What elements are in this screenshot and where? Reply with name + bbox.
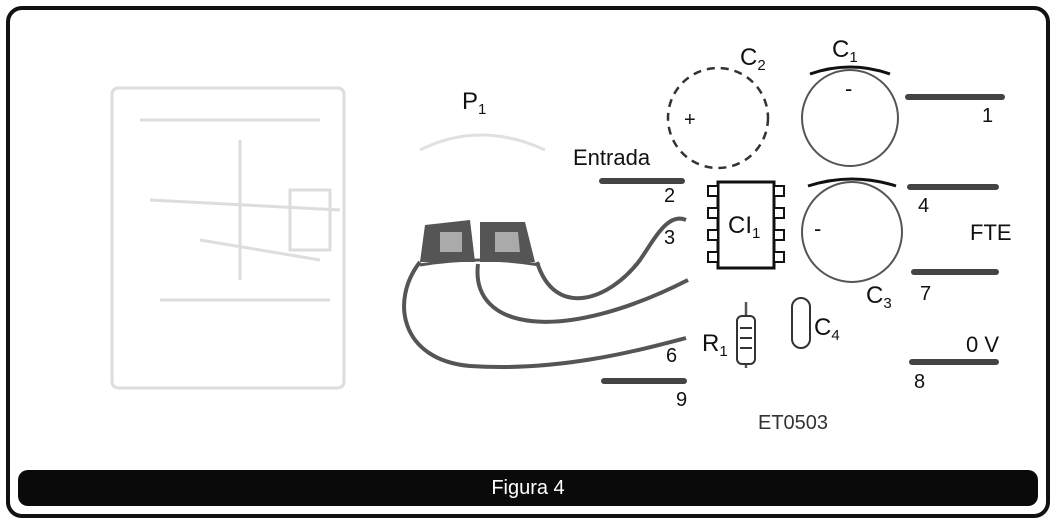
label-code: ET0503 (758, 412, 829, 434)
pin-7: 7 (920, 283, 932, 305)
minus-sign-c1: - (845, 76, 853, 101)
capacitor-c1 (801, 65, 899, 167)
capacitor-c4 (791, 297, 811, 349)
pin-1: 1 (982, 105, 994, 127)
label-fte: FTE (970, 220, 1012, 245)
label-zero-v: 0 V (966, 332, 1000, 357)
pin-6: 6 (666, 345, 678, 367)
caption-bar: Figura 4 (18, 470, 1038, 506)
label-p1: P1 (462, 88, 487, 118)
pin-4: 4 (918, 195, 930, 217)
capacitor-c2 (666, 66, 770, 170)
label-r1: R1 (702, 330, 728, 360)
wires (402, 216, 689, 369)
pin-3: 3 (664, 227, 676, 249)
label-c3: C3 (866, 282, 892, 312)
potentiometer-p1 (419, 133, 546, 267)
outer-border (6, 6, 1050, 518)
terminal-pads (599, 94, 1005, 384)
pin-8: 8 (914, 371, 926, 393)
faded-board-sketch (110, 86, 346, 390)
resistor-r1 (736, 302, 756, 368)
label-c2: C2 (740, 44, 766, 74)
plus-sign-c2: + (684, 109, 696, 131)
label-c4: C4 (814, 314, 840, 344)
label-entrada: Entrada (573, 145, 651, 170)
minus-sign-c3: - (814, 216, 822, 241)
caption-text: Figura 4 (491, 477, 565, 499)
capacitor-c3 (801, 177, 903, 283)
label-c1: C1 (832, 36, 858, 66)
ic-ci1 (707, 180, 785, 270)
pin-9: 9 (676, 389, 688, 411)
label-ci1: CI1 (728, 212, 761, 242)
pin-2: 2 (664, 185, 676, 207)
